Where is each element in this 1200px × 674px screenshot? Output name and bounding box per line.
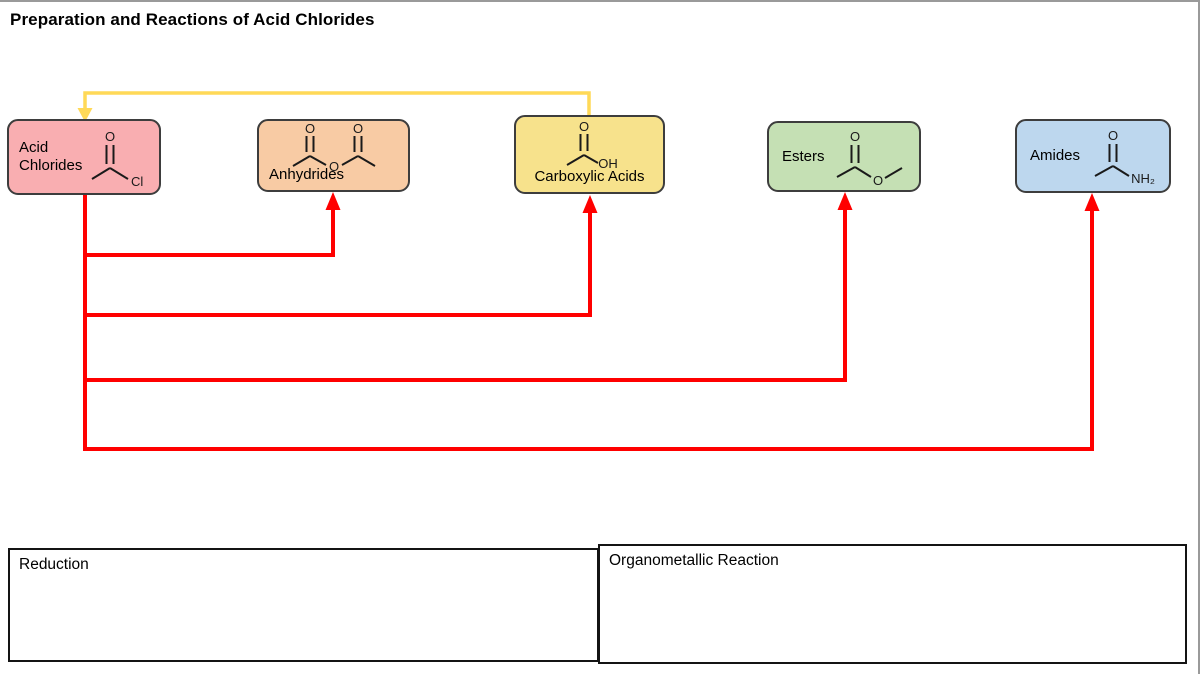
red-arrowhead-amides bbox=[1084, 193, 1100, 211]
atom-nh2: NH₂ bbox=[1131, 171, 1155, 186]
red-arrowhead-esters bbox=[837, 192, 853, 210]
section-box-reduction[interactable]: Reduction bbox=[8, 548, 599, 662]
atom-o: O bbox=[578, 119, 588, 134]
page-title: Preparation and Reactions of Acid Chlori… bbox=[10, 10, 375, 29]
red-arrow-to-carboxylic-acids bbox=[85, 211, 592, 317]
node-amides[interactable]: Amides O NH₂ bbox=[1015, 119, 1171, 193]
red-arrow-to-anhydrides bbox=[85, 208, 335, 257]
node-esters[interactable]: Esters O O bbox=[767, 121, 921, 192]
atom-o: O bbox=[1108, 128, 1118, 143]
atom-o-ester: O bbox=[873, 173, 883, 188]
node-anhydrides[interactable]: O O O Anhydrides bbox=[257, 119, 410, 192]
node-label-amides: Amides bbox=[1030, 147, 1081, 164]
node-carboxylic-acids[interactable]: O OH Carboxylic Acids bbox=[514, 115, 665, 194]
atom-o-left: O bbox=[304, 122, 314, 136]
node-label-anhydrides: Anhydrides bbox=[269, 166, 345, 183]
atom-cl: Cl bbox=[131, 174, 143, 189]
atom-o: O bbox=[105, 129, 115, 144]
amide-structure-icon: O NH₂ bbox=[1094, 128, 1155, 186]
section-box-organometallic-reaction[interactable]: Organometallic Reaction bbox=[598, 544, 1187, 664]
atom-o-right: O bbox=[352, 122, 362, 136]
atom-o-bridge: O bbox=[328, 159, 338, 172]
node-label-carboxylic-acids: Carboxylic Acids bbox=[534, 168, 645, 185]
anhydride-structure-icon: O O O bbox=[291, 122, 376, 172]
acid-chloride-structure-icon: O Cl bbox=[91, 129, 143, 189]
node-label-esters: Esters bbox=[782, 147, 825, 165]
red-arrowhead-anhydrides bbox=[325, 192, 341, 210]
red-arrow-to-amides bbox=[85, 209, 1094, 451]
carboxylic-acid-structure-icon: O OH bbox=[565, 119, 618, 171]
red-arrowhead-carboxylic-acids bbox=[582, 195, 598, 213]
yellow-arrow-carboxylic-to-acid-chlorides bbox=[83, 91, 591, 116]
section-label-organometallic-reaction: Organometallic Reaction bbox=[609, 552, 779, 569]
red-arrow-to-esters bbox=[85, 208, 847, 382]
atom-o: O bbox=[850, 129, 860, 144]
node-acid-chlorides[interactable]: Acid Chlorides O Cl bbox=[7, 119, 161, 195]
section-label-reduction: Reduction bbox=[19, 556, 89, 573]
ester-structure-icon: O O bbox=[836, 129, 903, 188]
atom-oh: OH bbox=[598, 156, 618, 171]
node-label-acid-chlorides: Acid Chlorides bbox=[19, 139, 83, 174]
